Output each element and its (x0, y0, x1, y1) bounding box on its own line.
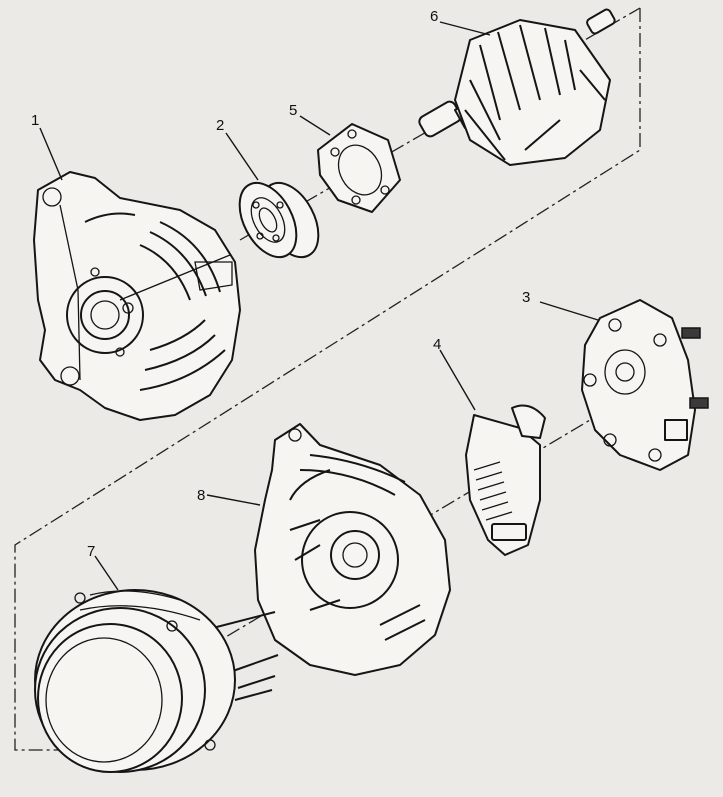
slip-ring-end-housing (254, 423, 451, 676)
callout-4: 4 (433, 336, 442, 353)
callout-5: 5 (289, 102, 298, 119)
callout-1: 1 (31, 112, 40, 129)
callout-6: 6 (430, 8, 439, 25)
callout-8: 8 (197, 487, 206, 504)
callout-2: 2 (216, 117, 225, 134)
retainer-plate (317, 123, 401, 213)
callout-7: 7 (87, 543, 96, 560)
drive-end-housing (33, 171, 241, 421)
voltage-regulator (465, 404, 546, 556)
bearing (238, 181, 320, 259)
callout-leaders (39, 21, 599, 591)
rectifier-bridge (581, 299, 709, 471)
callout-3: 3 (522, 289, 531, 306)
rear-cover (34, 589, 236, 773)
rotor (418, 8, 616, 166)
